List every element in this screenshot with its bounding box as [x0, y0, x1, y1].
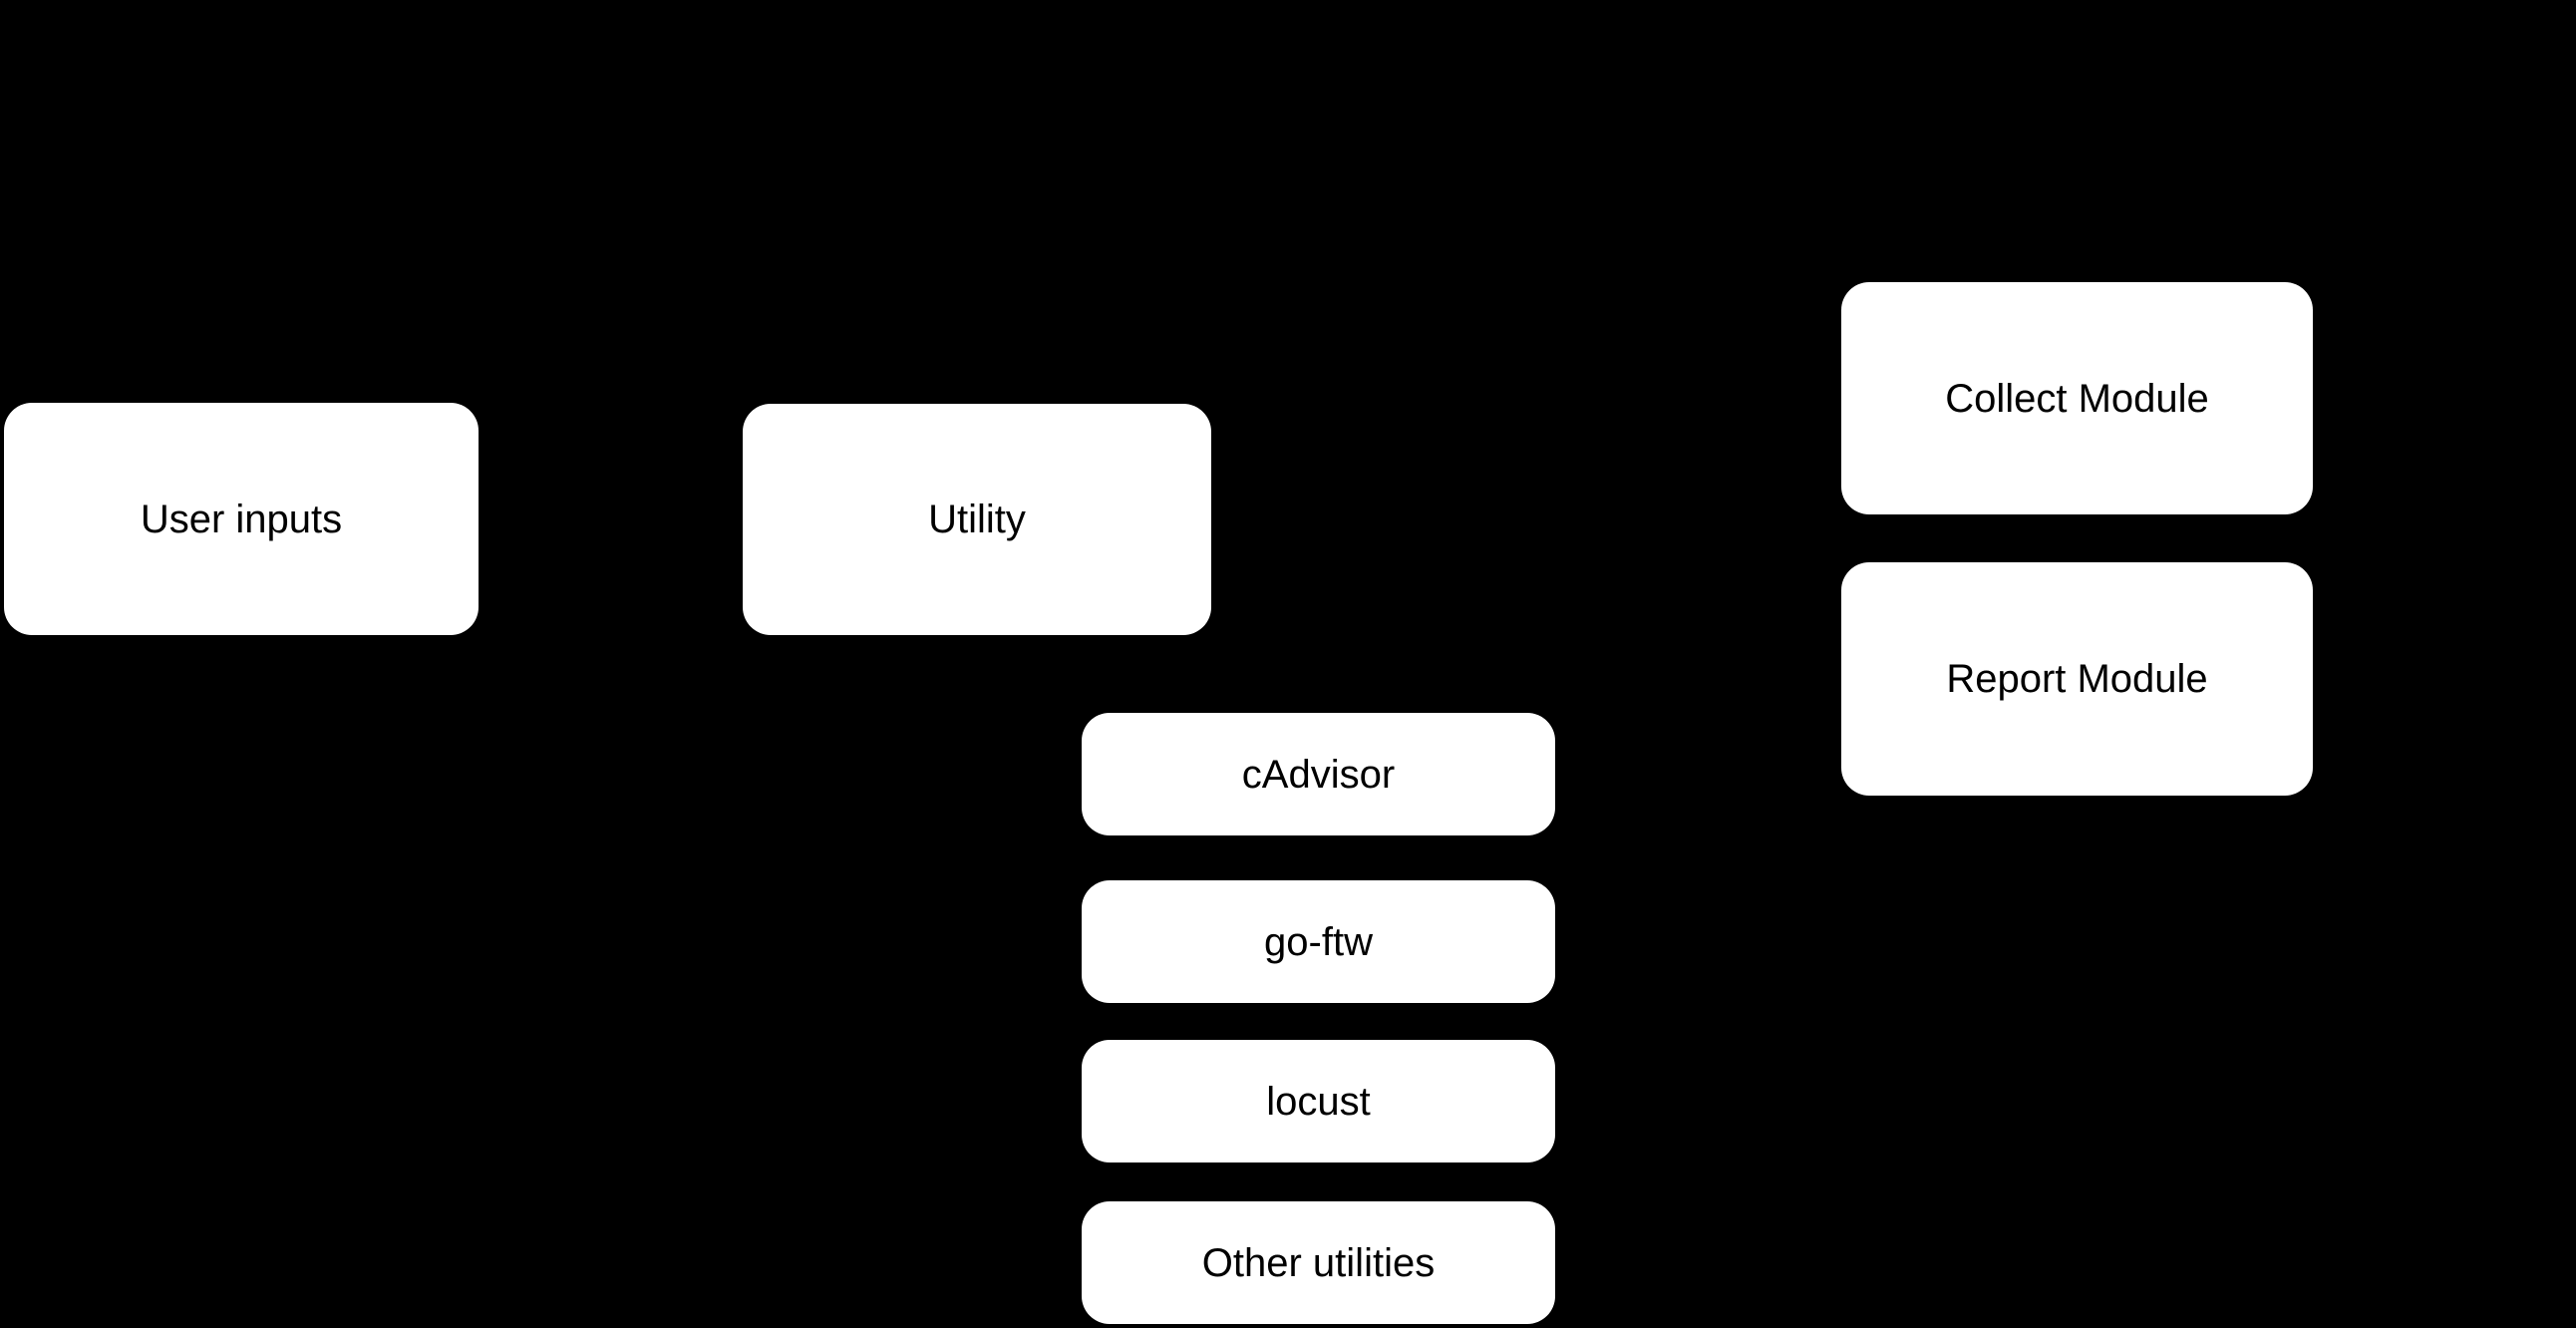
node-collect-module-label: Collect Module [1945, 376, 2209, 421]
node-report-module-label: Report Module [1946, 657, 2208, 701]
node-locust: locust [1082, 1040, 1555, 1162]
node-other-utilities-label: Other utilities [1201, 1240, 1436, 1285]
node-collect-module: Collect Module [1841, 282, 2313, 514]
node-user-inputs-label: User inputs [140, 497, 343, 541]
node-utility: Utility [743, 404, 1211, 635]
node-go-ftw: go-ftw [1082, 880, 1555, 1003]
node-cadvisor: cAdvisor [1082, 713, 1555, 835]
node-utility-label: Utility [928, 498, 1026, 541]
node-cadvisor-label: cAdvisor [1241, 752, 1396, 797]
node-report-module: Report Module [1841, 562, 2313, 796]
node-user-inputs: User inputs [4, 403, 479, 635]
node-go-ftw-label: go-ftw [1264, 919, 1373, 964]
node-other-utilities: Other utilities [1082, 1201, 1555, 1324]
node-locust-label: locust [1266, 1079, 1371, 1124]
